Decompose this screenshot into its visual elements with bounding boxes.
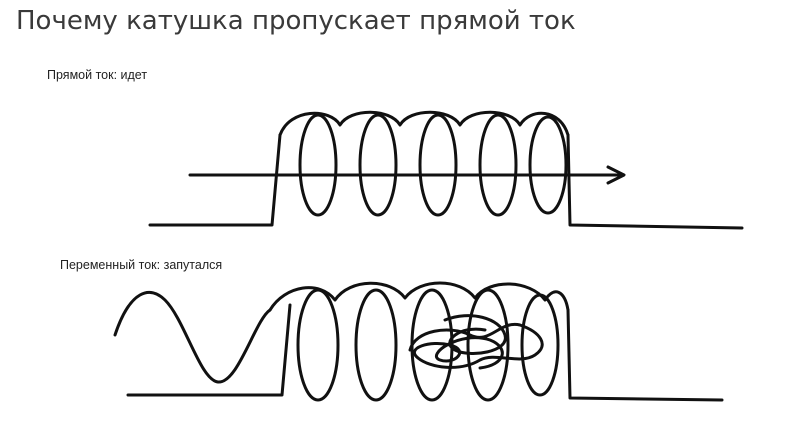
- ac-coil-loop-1: [296, 288, 340, 402]
- ac-coil-loop-5: [520, 293, 560, 397]
- dc-coil-loop-4: [478, 113, 518, 217]
- ac-tangle-scribble: [408, 322, 544, 370]
- dc-arrow-head: [606, 165, 626, 185]
- dc-coil-loop-1: [298, 113, 338, 217]
- ac-tangle-scribble-2: [443, 314, 507, 355]
- dc-coil-loop-5: [528, 115, 568, 215]
- dc-current-label: Прямой ток: идет: [47, 68, 148, 82]
- ac-wire-right: [566, 308, 724, 402]
- dc-coil-top: [278, 110, 570, 137]
- page-title: Почему катушка пропускает прямой ток: [16, 6, 576, 36]
- dc-wire-right: [566, 133, 744, 230]
- dc-wire-left: [148, 133, 282, 227]
- ac-coil-loop-4: [466, 288, 510, 402]
- ac-wire-left: [126, 303, 292, 397]
- dc-coil-loop-3: [418, 113, 458, 217]
- ac-coil-top: [268, 281, 570, 312]
- ac-current-label: Переменный ток: запутался: [60, 258, 223, 272]
- ac-sine-wave: [113, 290, 272, 384]
- dc-coil-loop-2: [358, 113, 398, 217]
- ac-coil-loop-2: [354, 288, 398, 402]
